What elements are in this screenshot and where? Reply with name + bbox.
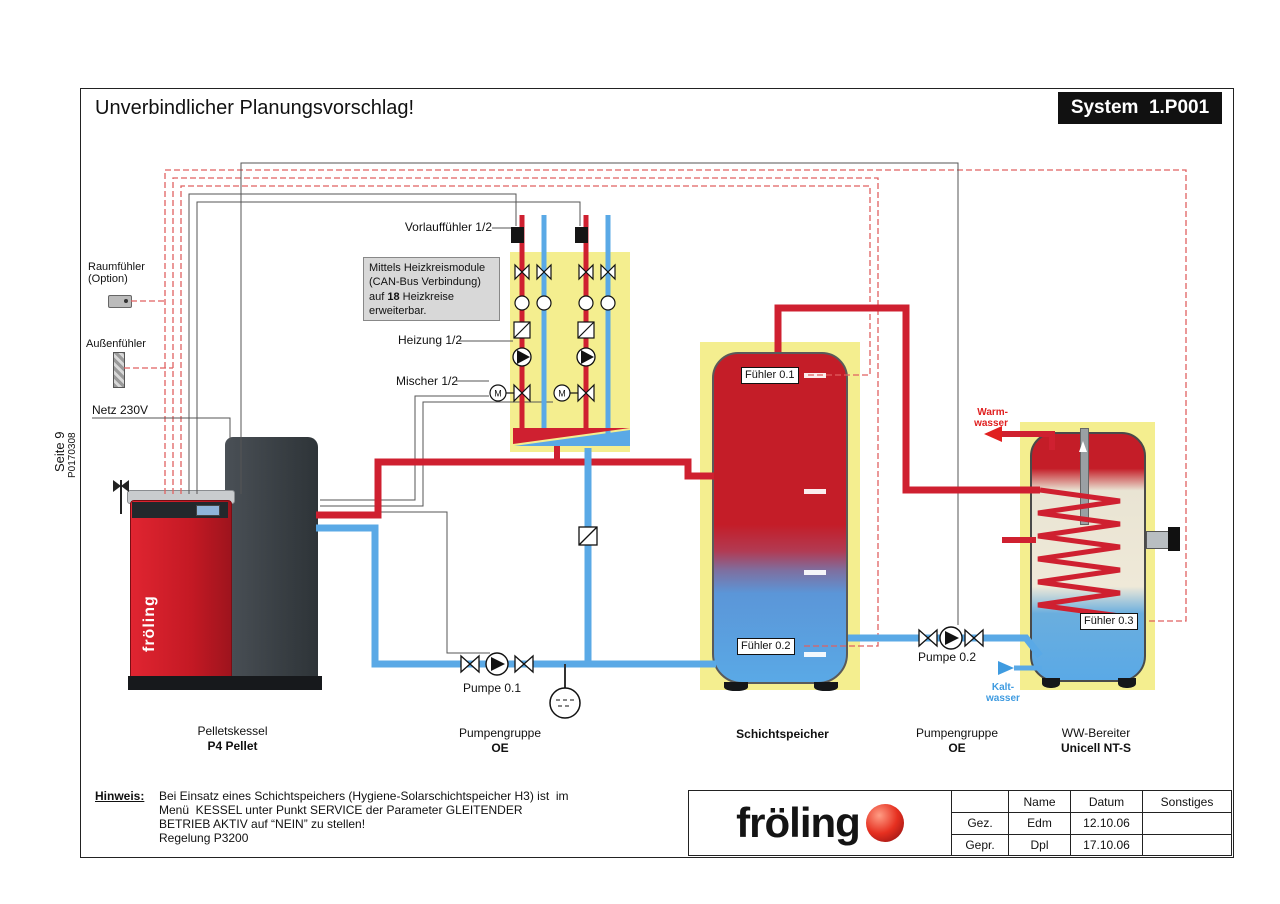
- outdoor-sensor-icon: [113, 352, 125, 388]
- kaltwasser-label: Kalt- wasser: [980, 682, 1026, 704]
- table-header-datum: Datum: [1070, 791, 1142, 813]
- raumfuehler-line1: Raumfühler: [88, 261, 145, 273]
- boiler-body: [130, 500, 232, 679]
- buffer-tank: [712, 352, 848, 684]
- table-row2-datum: 17.10.06: [1070, 833, 1142, 855]
- ww-foot: [1118, 678, 1136, 688]
- warmwasser-label: Warm- wasser: [958, 407, 1008, 429]
- boiler-display: [196, 505, 220, 516]
- page-title: Unverbindlicher Planungsvorschlag!: [95, 97, 415, 119]
- heizung-label: Heizung 1/2: [398, 333, 463, 347]
- table-cell-empty: [952, 791, 1008, 812]
- pumpgroup2-line2: OE: [948, 741, 966, 755]
- boiler-caption-line1: Pelletskessel: [197, 724, 268, 738]
- pumpe-01-label: Pumpe 0.1: [463, 681, 522, 695]
- info-line3-post: Heizkreise: [399, 290, 455, 303]
- info-line4: erweiterbar.: [369, 304, 427, 317]
- hinweis-line1: Bei Einsatz eines Schichtspeichers (Hygi…: [159, 789, 569, 803]
- margin-doc-number: P0170308: [67, 432, 78, 478]
- kaltwasser-line1: Kalt-: [991, 682, 1015, 693]
- room-sensor-dot-icon: [124, 299, 128, 303]
- ww-caption: WW-Bereiter Unicell NT-S: [1035, 726, 1157, 756]
- table-row2-label: Gepr.: [952, 833, 1008, 855]
- warmwasser-line2: wasser: [974, 418, 1008, 429]
- buffer-port-tick: [804, 373, 826, 378]
- table-row1-name: Edm: [1008, 812, 1070, 834]
- drawing-frame: [80, 88, 1234, 858]
- ww-caption-line1: WW-Bereiter: [1061, 726, 1131, 740]
- buffer-foot: [724, 682, 748, 691]
- heizkreis-panel: [510, 252, 630, 452]
- fuehler-01-box: Fühler 0.1: [741, 367, 799, 384]
- table-row2-name: Dpl: [1008, 833, 1070, 855]
- fuehler-02-box: Fühler 0.2: [737, 638, 795, 655]
- boiler-brand: fröling: [141, 595, 158, 652]
- approval-table: Name Datum Sonstiges Gez. Edm 12.10.06 G…: [951, 791, 1231, 855]
- mischer-label: Mischer 1/2: [396, 374, 459, 388]
- pumpgroup1-line1: Pumpengruppe: [458, 726, 542, 740]
- info-line1: Mittels Heizkreismodule: [369, 262, 486, 274]
- heater-cap: [1168, 527, 1180, 551]
- logo-area: fröling: [689, 791, 951, 855]
- heizkreis-info-box: Mittels Heizkreismodule (CAN-Bus Verbind…: [363, 257, 500, 321]
- hinweis-line4: Regelung P3200: [159, 831, 249, 845]
- hinweis-label: Hinweis:: [95, 789, 145, 803]
- boiler-caption: Pelletskessel P4 Pellet: [170, 724, 295, 754]
- pumpe-02-label: Pumpe 0.2: [918, 650, 977, 664]
- pumpgroup2-line1: Pumpengruppe: [915, 726, 999, 740]
- anode-rod: [1080, 428, 1089, 525]
- hinweis-line2: Menü KESSEL unter Punkt SERVICE der Para…: [159, 803, 523, 817]
- system-badge: System 1.P001: [1058, 92, 1222, 124]
- pumpgroup2-caption: Pumpengruppe OE: [897, 726, 1017, 756]
- froeling-logo-ball-icon: [865, 804, 904, 842]
- hinweis-text: Bei Einsatz eines Schichtspeichers (Hygi…: [159, 789, 659, 845]
- table-row1-label: Gez.: [952, 812, 1008, 833]
- kaltwasser-line2: wasser: [986, 693, 1020, 704]
- table-row1-datum: 12.10.06: [1070, 812, 1142, 834]
- room-sensor-icon: [108, 295, 132, 308]
- pumpgroup1-line2: OE: [491, 741, 509, 755]
- raumfuehler-label: Raumfühler (Option): [88, 261, 145, 285]
- margin-page-number: Seite 9: [52, 431, 67, 472]
- speicher-caption: Schichtspeicher: [736, 727, 829, 741]
- buffer-port-tick: [804, 570, 826, 575]
- hinweis-line3: BETRIEB AKTIV auf “NEIN” zu stellen!: [159, 817, 366, 831]
- pellet-hopper: [225, 437, 318, 677]
- aussenfuehler-label: Außenfühler: [86, 338, 146, 350]
- fuehler-03-box: Fühler 0.3: [1080, 613, 1138, 630]
- buffer-port-tick: [804, 489, 826, 494]
- vorlauffuehler-label: Vorlauffühler 1/2: [404, 220, 492, 234]
- froeling-logo-text: fröling: [736, 799, 861, 846]
- raumfuehler-line2: (Option): [88, 273, 128, 285]
- table-header-sonstiges: Sonstiges: [1142, 791, 1231, 813]
- ww-caption-line2: Unicell NT-S: [1060, 741, 1131, 755]
- netz-label: Netz 230V: [92, 403, 149, 417]
- pumpgroup1-caption: Pumpengruppe OE: [440, 726, 560, 756]
- ww-foot: [1042, 678, 1060, 688]
- info-line3-pre: auf: [369, 290, 388, 303]
- buffer-foot: [814, 682, 838, 691]
- table-row2-sonstiges: [1142, 833, 1231, 855]
- buffer-port-tick: [804, 652, 826, 657]
- info-line2: (CAN-Bus Verbindung): [369, 276, 481, 289]
- info-line3-bold: 18: [387, 290, 400, 303]
- table-row1-sonstiges: [1142, 812, 1231, 834]
- table-header-name: Name: [1008, 791, 1070, 813]
- title-block: fröling Name Datum Sonstiges Gez. Edm 12…: [688, 790, 1232, 856]
- boiler-base: [128, 676, 322, 690]
- boiler-caption-line2: P4 Pellet: [207, 739, 258, 753]
- info-line3: auf 18 Heizkreise: [369, 290, 494, 304]
- warmwasser-line1: Warm-: [977, 407, 1008, 418]
